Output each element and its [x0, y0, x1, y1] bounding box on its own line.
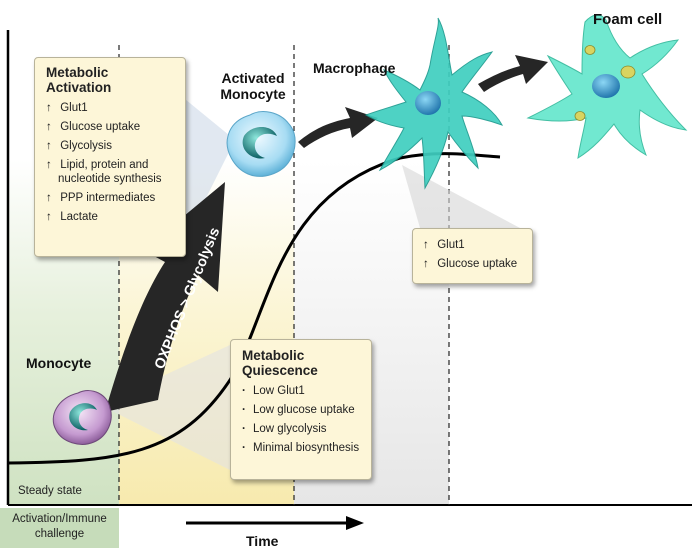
quiescence-item-1: ·Low Glut1 [242, 385, 305, 397]
monocyte-cell [52, 390, 112, 445]
macrophage-label: Macrophage [313, 60, 396, 76]
activation-item-3: ↑ Glycolysis [46, 140, 112, 152]
activation-challenge-label: Activation/Immune challenge [12, 513, 107, 540]
quiescence-callout-wedge [100, 345, 230, 470]
foam-cell [526, 14, 688, 159]
oxphos-glycolysis-arrow [105, 182, 225, 412]
metabolic-quiescence-box: Metabolic Quiescence ·Low Glut1 ·Low glu… [230, 339, 372, 480]
activation-box-title: Metabolic Activation [46, 65, 112, 95]
quiescence-item-2: ·Low glucose uptake [242, 404, 355, 416]
activation-item-5: ↑ PPP intermediates [46, 192, 156, 204]
macrophage-callout-wedge [402, 165, 520, 228]
activated-monocyte-label: Activated Monocyte [220, 70, 286, 102]
macrophage-item-2: ↑ Glucose uptake [423, 258, 518, 270]
activation-item-1: ↑ Glut1 [46, 102, 88, 114]
quiescence-box-title: Metabolic Quiescence [242, 348, 318, 378]
to-macrophage-arrow [298, 107, 378, 148]
activation-item-2: ↑ Glucose uptake [46, 121, 141, 133]
monocyte-label: Monocyte [26, 355, 92, 371]
time-arrow-head [346, 516, 364, 530]
activation-item-6: ↑ Lactate [46, 211, 98, 223]
metabolic-activation-box: Metabolic Activation ↑ Glut1 ↑ Glucose u… [34, 57, 186, 257]
activated-monocyte-cell [226, 111, 296, 177]
quiescence-item-4: ·Minimal biosynthesis [242, 442, 360, 454]
macrophage-item-1: ↑ Glut1 [423, 239, 465, 251]
quiescence-item-3: ·Low glycolysis [242, 423, 327, 435]
steady-state-label: Steady state [18, 485, 82, 497]
macrophage-metabolism-box: ↑ Glut1 ↑ Glucose uptake [412, 228, 533, 284]
to-foam-cell-arrow [478, 55, 548, 92]
foam-cell-label: Foam cell [593, 11, 663, 28]
activation-challenge-band [0, 508, 119, 548]
time-axis-label: Time [246, 533, 279, 549]
macrophage-cell [364, 17, 504, 190]
